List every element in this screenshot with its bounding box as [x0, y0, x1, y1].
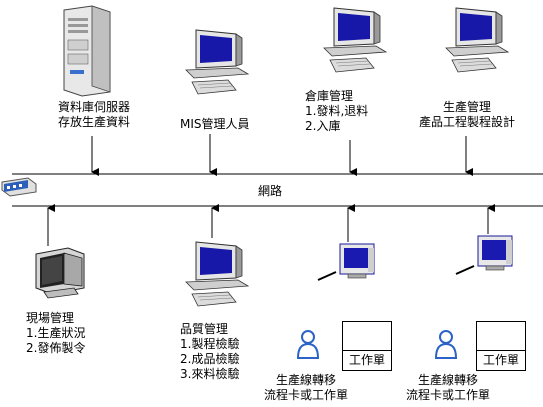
quality-line-1: 品質管理 — [180, 322, 229, 336]
server-icon — [63, 5, 111, 97]
site-mgmt-line-3: 2.發佈製令 — [26, 341, 86, 355]
site-mgmt-label: 現場管理 1.生產狀況 2.發佈製令 — [26, 311, 85, 356]
production-mgmt-line-2: 產品工程製程設計 — [418, 115, 515, 129]
quality-line-3: 2.成品檢驗 — [180, 352, 240, 366]
quality-label: 品質管理 1.製程檢驗 2.成品檢驗 3.來料檢驗 — [180, 322, 239, 382]
line-transfer-1-label: 生產線轉移 流程卡或工作單 — [256, 373, 356, 403]
desktop-computer-icon — [445, 7, 509, 73]
document-icon: 工作單 — [476, 321, 526, 371]
site-mgmt-line-1: 現場管理 — [26, 311, 75, 325]
warehouse-line-3: 2.入庫 — [305, 119, 341, 133]
desktop-computer-icon — [185, 29, 249, 95]
warehouse-line-2: 1.發料,退料 — [305, 104, 369, 118]
quality-line-2: 1.製程檢驗 — [180, 337, 240, 351]
warehouse-line-1: 倉庫管理 — [305, 89, 354, 103]
desktop-computer-icon — [185, 241, 249, 307]
desktop-computer-icon — [477, 235, 513, 271]
production-mgmt-label: 生產管理 產品工程製程設計 — [412, 100, 522, 130]
crt-monitor-icon — [35, 247, 85, 299]
line-transfer-2-label: 生產線轉移 流程卡或工作單 — [398, 373, 498, 403]
quality-line-4: 3.來料檢驗 — [180, 367, 240, 381]
db-server-line-2: 存放生產資料 — [57, 115, 130, 129]
desktop-computer-icon — [339, 243, 375, 279]
warehouse-label: 倉庫管理 1.發料,退料 2.入庫 — [305, 89, 368, 134]
line-transfer-1-line-2: 流程卡或工作單 — [263, 388, 348, 402]
network-hub-icon — [1, 177, 37, 197]
production-mgmt-line-1: 生產管理 — [442, 100, 491, 114]
site-mgmt-line-2: 1.生產狀況 — [26, 326, 86, 340]
mis-line-1: MIS管理人員 — [180, 117, 250, 131]
line-transfer-2-line-2: 流程卡或工作單 — [405, 388, 490, 402]
line-transfer-1-line-1: 生產線轉移 — [275, 373, 336, 387]
document-icon: 工作單 — [342, 321, 392, 371]
db-server-label: 資料庫伺服器 存放生產資料 — [46, 100, 142, 130]
mis-label: MIS管理人員 — [180, 117, 250, 132]
db-server-line-1: 資料庫伺服器 — [57, 100, 130, 114]
document-label: 工作單 — [342, 350, 392, 371]
document-label: 工作單 — [476, 350, 526, 371]
line-transfer-2-line-1: 生產線轉移 — [417, 373, 478, 387]
desktop-computer-icon — [323, 7, 387, 73]
network-label: 網路 — [258, 184, 283, 198]
person-icon — [297, 330, 319, 359]
person-icon — [435, 330, 457, 359]
